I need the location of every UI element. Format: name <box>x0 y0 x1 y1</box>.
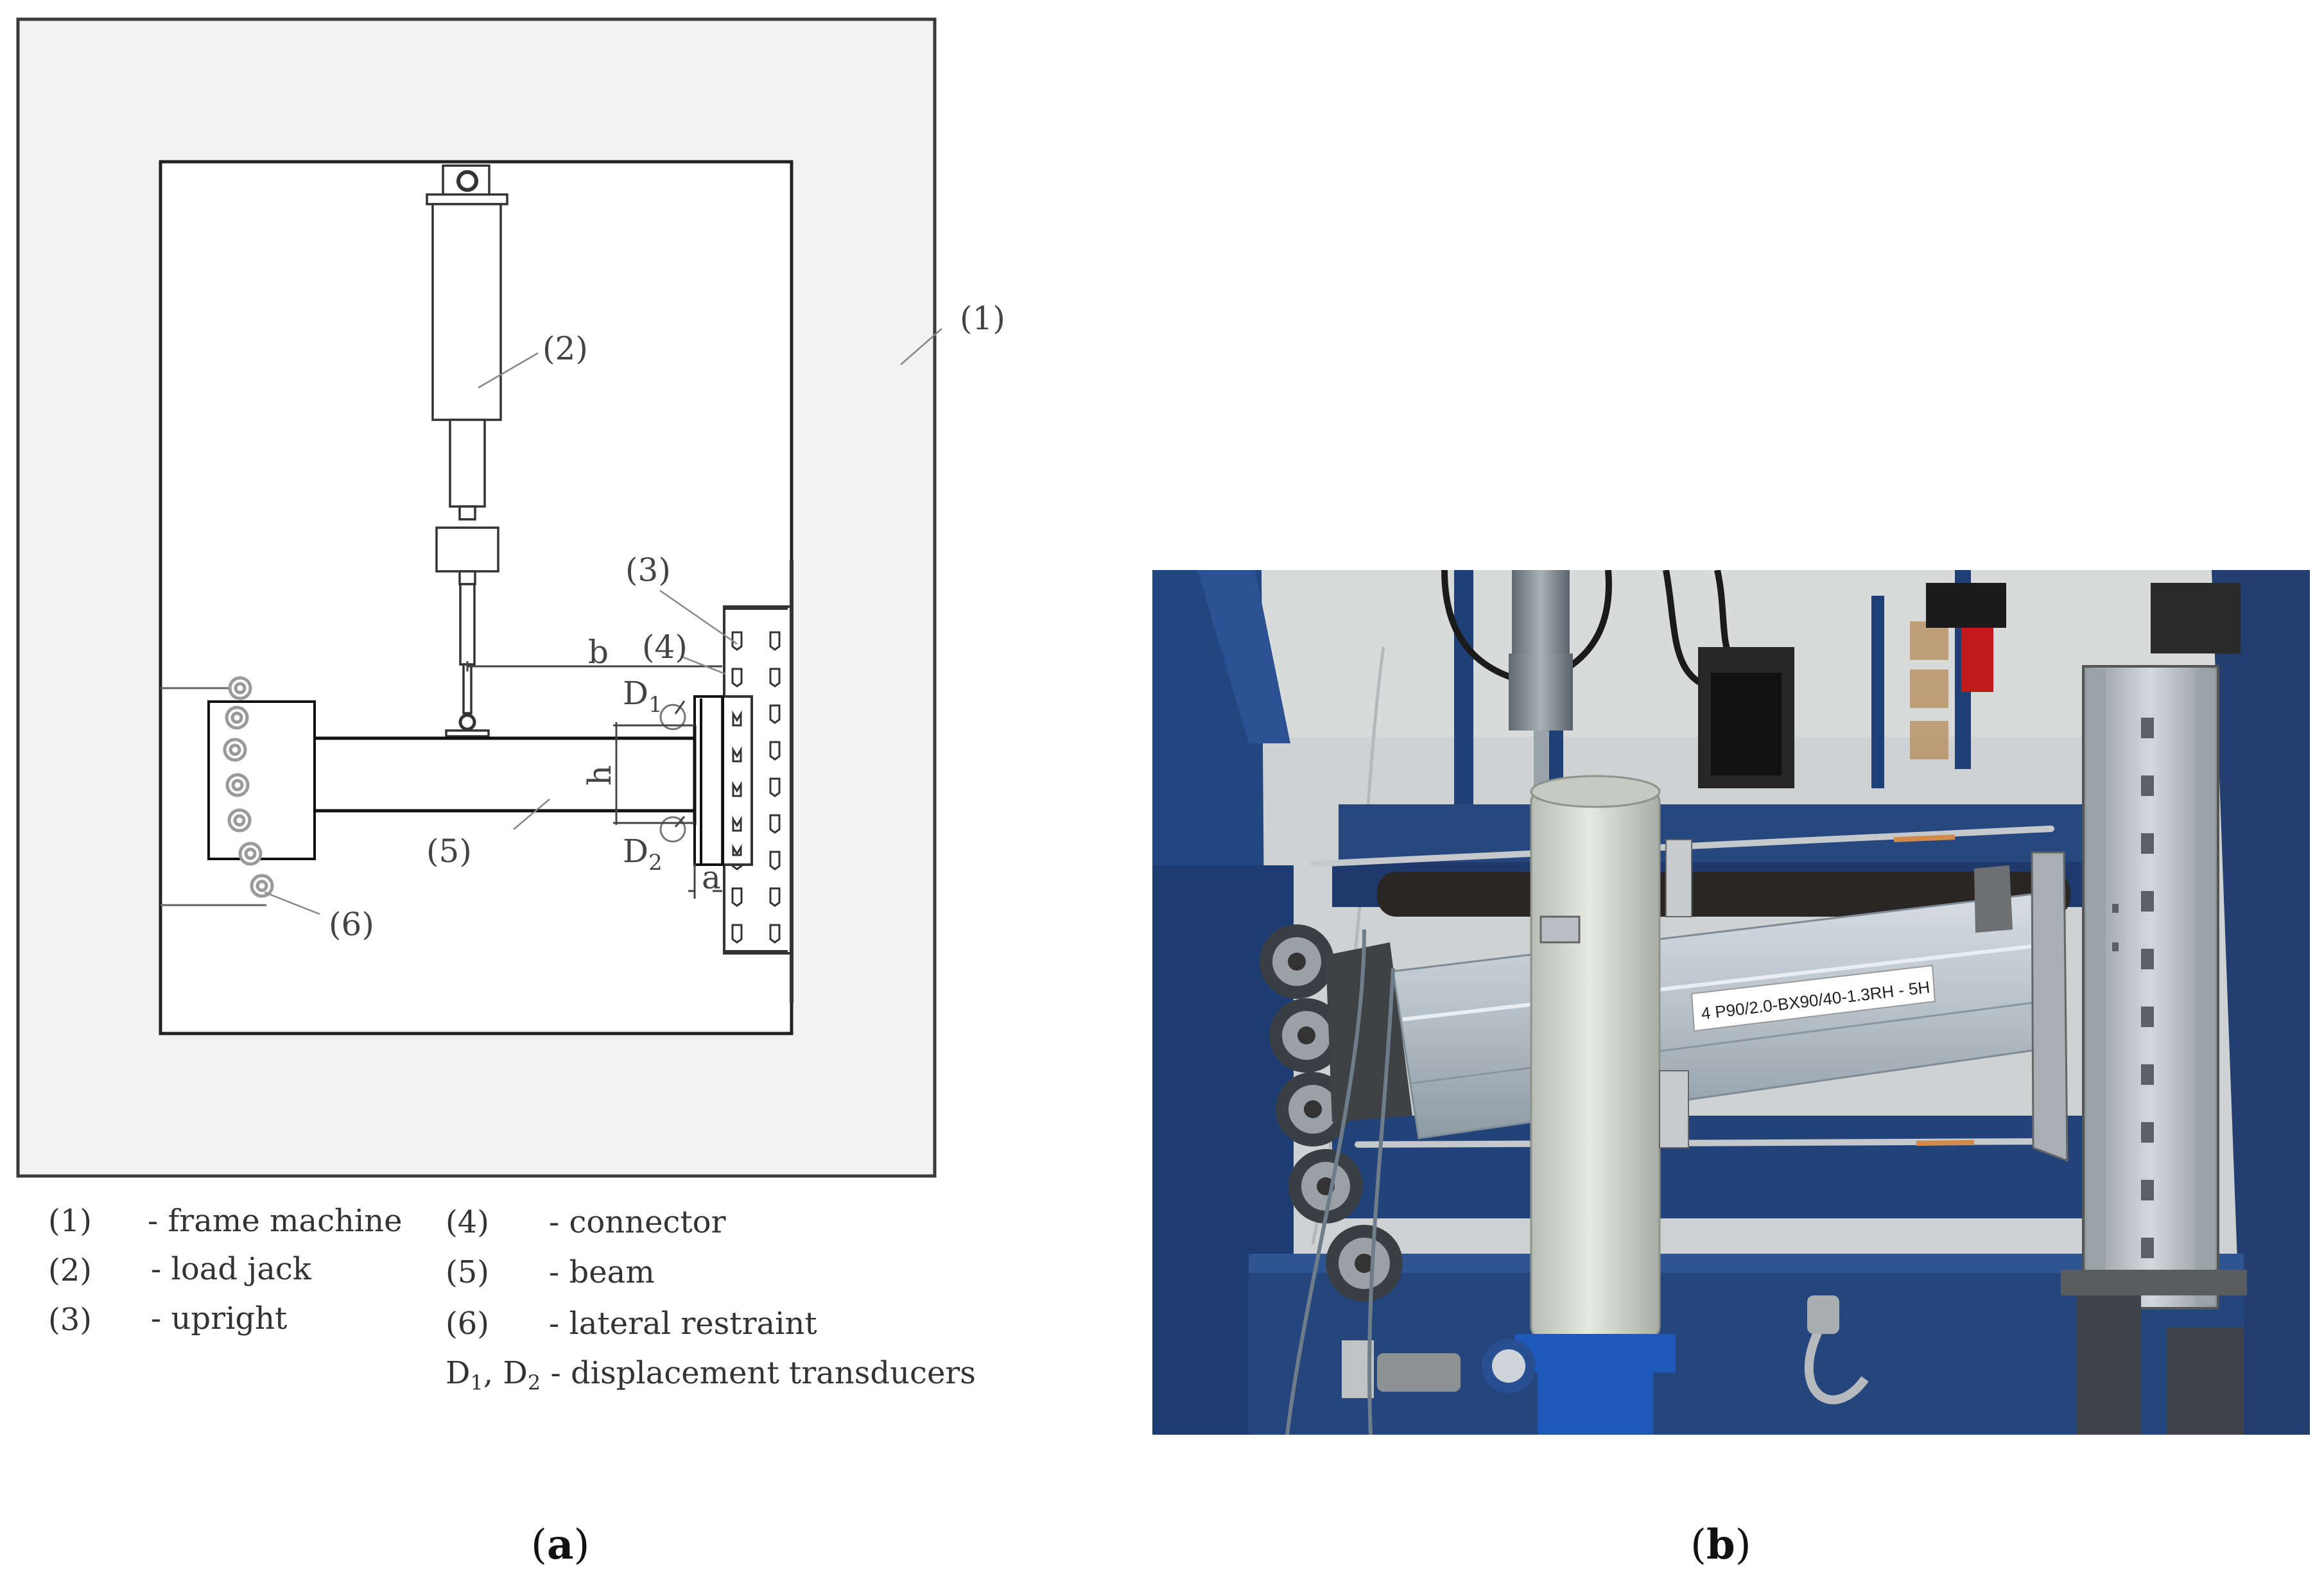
label-d2: D2 <box>623 833 663 876</box>
transducer-d2 <box>659 816 686 843</box>
callout-frame: (1) <box>960 300 1005 337</box>
jack-pin <box>456 170 478 192</box>
legend-4-num: (4) <box>446 1204 489 1240</box>
connector <box>721 695 753 866</box>
callout-jack: (2) <box>542 330 588 367</box>
caption-b: (b) <box>1690 1521 1751 1569</box>
caption-a-letter: a <box>547 1521 573 1569</box>
legend-1-num: (1) <box>48 1203 92 1239</box>
legend-6-num: (6) <box>446 1306 489 1342</box>
leader-lines <box>264 328 942 915</box>
dimension-b: b <box>588 634 609 671</box>
legend-5-text: - beam <box>549 1254 655 1290</box>
legend-2-text: - load jack <box>151 1251 312 1287</box>
legend-4-text: - connector <box>549 1204 726 1240</box>
legend-d1-letter: D <box>446 1355 470 1391</box>
photo-upright <box>2061 665 2247 1435</box>
callouts: (1) (2) (3) (4) (5) (6) b h a D1 D2 <box>329 300 1005 943</box>
legend-transducers-text: - displacement transducers <box>541 1355 976 1391</box>
callout-upright: (3) <box>625 551 671 589</box>
caption-b-letter: b <box>1706 1521 1735 1569</box>
label-d2-sub: 2 <box>648 850 663 876</box>
label-d1-sub: 1 <box>648 692 663 718</box>
legend-5-num: (5) <box>446 1254 489 1290</box>
legend-3-text: - upright <box>151 1301 287 1336</box>
dimension-a: a <box>702 859 721 896</box>
photo-rollers <box>1260 924 1403 1302</box>
caption-a: (a) <box>531 1521 589 1569</box>
legend-1-text: - frame machine <box>148 1203 403 1239</box>
load-jack <box>426 164 508 738</box>
lateral-restraint <box>160 676 274 906</box>
panel-a: (1) (2) (3) (4) (5) (6) b h a D1 D2 (1) … <box>16 17 1005 1569</box>
legend-3-num: (3) <box>48 1302 92 1338</box>
label-d2-letter: D <box>623 833 648 870</box>
legend-2-num: (2) <box>48 1252 92 1288</box>
callout-connector: (4) <box>642 628 688 666</box>
photo-post <box>1515 775 1692 1435</box>
transducer-d1 <box>659 704 686 731</box>
legend-transducers: D1, D2 - displacement transducers <box>446 1355 976 1395</box>
legend-d1-sub: 1 <box>470 1371 483 1395</box>
legend-d2-letter: D <box>503 1355 527 1391</box>
transducers <box>659 704 686 843</box>
dimension-lines <box>466 661 722 899</box>
beam <box>207 695 724 866</box>
legend-sep: , <box>483 1355 503 1391</box>
label-d1-letter: D <box>623 675 648 712</box>
label-d1: D1 <box>623 675 663 718</box>
legend: (1) - frame machine (2) - load jack (3) … <box>48 1203 976 1395</box>
panel-b-photo: 4 P90/2.0-BX90/40-1.3RH - 5H <box>1152 570 2310 1435</box>
dimension-h: h <box>581 765 618 786</box>
legend-6-text: - lateral restraint <box>549 1306 817 1342</box>
callout-beam: (5) <box>426 833 472 870</box>
legend-d2-sub: 2 <box>528 1371 541 1395</box>
callout-restraint: (6) <box>329 906 374 943</box>
